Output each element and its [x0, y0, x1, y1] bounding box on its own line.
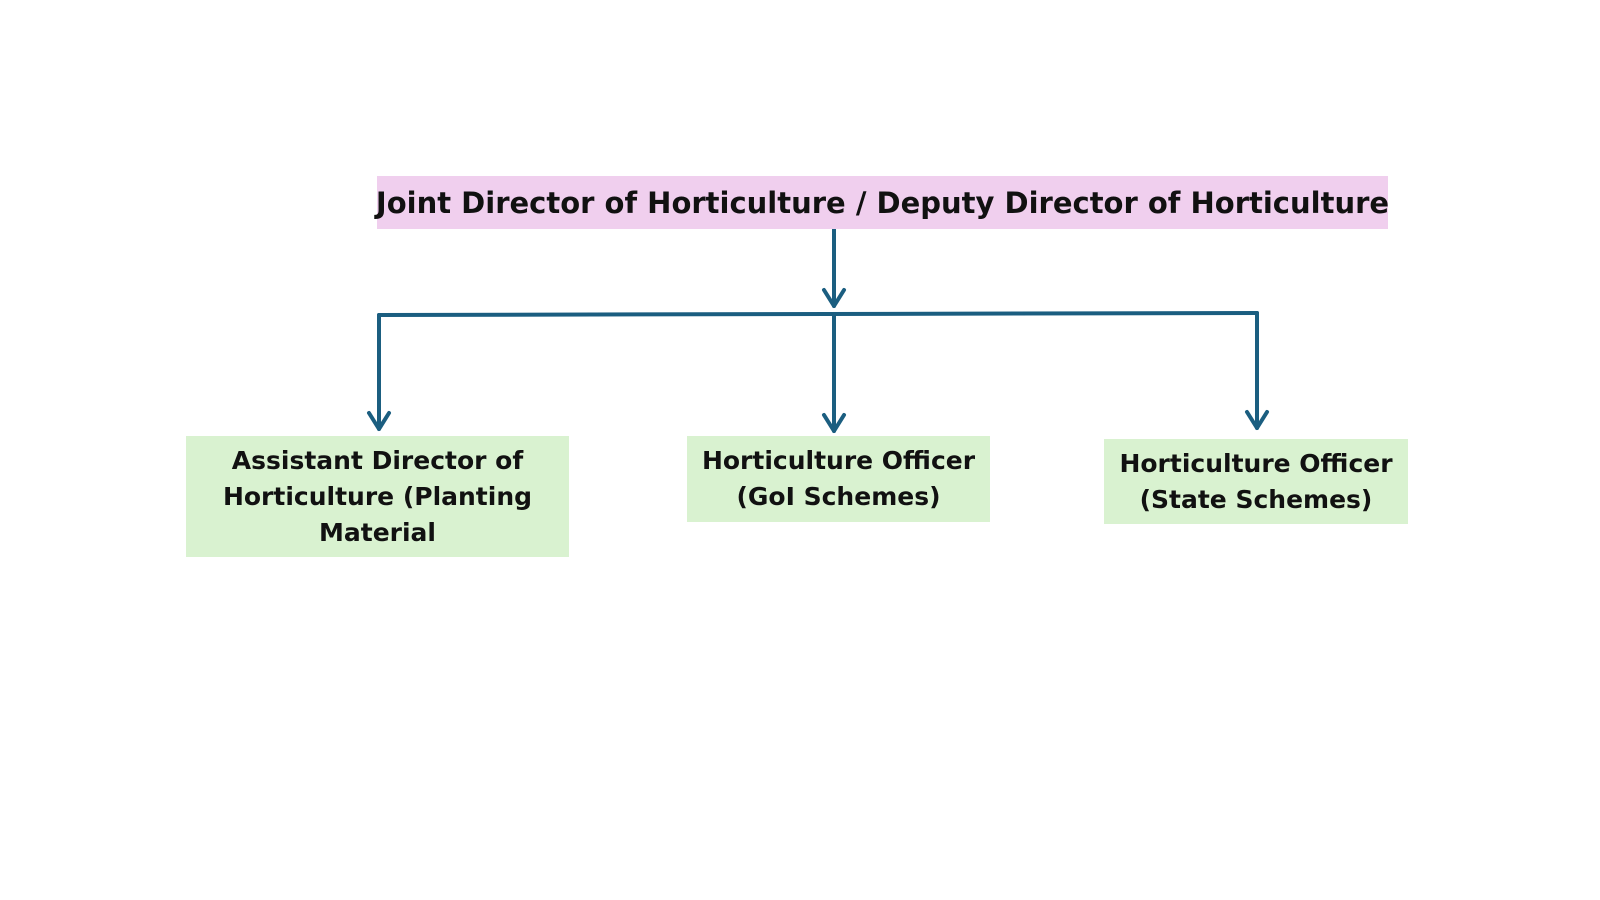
branch-right-arrowhead: [1245, 410, 1269, 430]
horticulture-officer-state-label: Horticulture Officer (State Schemes): [1119, 448, 1393, 514]
horticulture-officer-state-box: Horticulture Officer (State Schemes): [1104, 439, 1408, 524]
joint-director-label: Joint Director of Horticulture / Deputy …: [375, 185, 1390, 220]
assistant-director-label: Assistant Director of Horticulture (Plan…: [222, 445, 533, 547]
horizontal-branch-line: [377, 311, 1259, 317]
horticulture-officer-goi-label: Horticulture Officer (GoI Schemes): [701, 446, 976, 511]
joint-director-box: Joint Director of Horticulture / Deputy …: [375, 176, 1390, 229]
branch-middle-arrowhead: [822, 413, 846, 433]
horticulture-officer-goi-box: Horticulture Officer (GoI Schemes): [687, 436, 990, 522]
branch-left-arrowhead: [367, 411, 391, 431]
top-down-arrowhead: [822, 288, 846, 308]
assistant-director-box: Assistant Director of Horticulture (Plan…: [186, 436, 569, 557]
